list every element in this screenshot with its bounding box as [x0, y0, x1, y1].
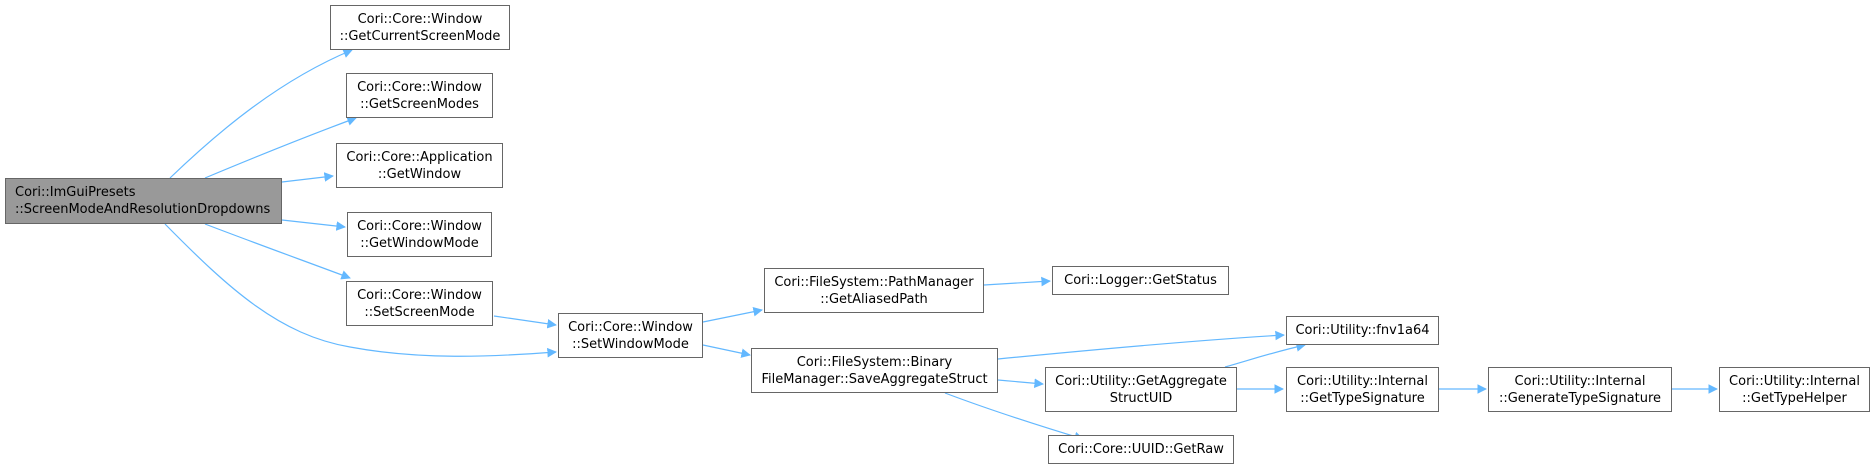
node-label-line1: Cori::FileSystem::PathManager [774, 274, 974, 290]
node-label-line2: ::GetCurrentScreenMode [339, 28, 501, 44]
node-label-line1: Cori::ImGuiPresets [15, 185, 136, 200]
node-label-line2: ::SetWindowMode [572, 336, 689, 352]
node-label-line1: Cori::Core::Window [568, 319, 693, 335]
node-label-line2: FileManager::SaveAggregateStruct [761, 371, 988, 387]
node-get-type-signature[interactable]: Cori::Utility::Internal ::GetTypeSignatu… [1286, 367, 1439, 412]
node-generate-type-signature[interactable]: Cori::Utility::Internal ::GenerateTypeSi… [1488, 367, 1672, 412]
edge-root-to-get-current-screen-mode [169, 48, 353, 179]
node-label-line1: Cori::Core::Window [357, 11, 483, 27]
node-label-line2: ::GetScreenModes [360, 96, 479, 112]
node-uuid-get-raw[interactable]: Cori::Core::UUID::GetRaw [1048, 435, 1234, 464]
node-label-line1: Cori::Utility::Internal [1729, 373, 1860, 389]
node-root-screen-mode-and-resolution-dropdowns: Cori::ImGuiPresets ::ScreenModeAndResolu… [5, 178, 282, 224]
node-label-line1: Cori::Utility::Internal [1514, 373, 1646, 389]
node-label-line1: Cori::Core::Window [357, 218, 482, 234]
edge-root-to-get-window-mode [281, 219, 346, 231]
node-get-aliased-path[interactable]: Cori::FileSystem::PathManager ::GetAlias… [764, 268, 984, 313]
edge-save-aggregate-struct-to-fnv1a64 [997, 330, 1285, 360]
node-label-line2: ::GenerateTypeSignature [1498, 390, 1662, 406]
node-label-line1: Cori::FileSystem::Binary [796, 354, 953, 370]
node-label-line2: ::ScreenModeAndResolutionDropdowns [15, 202, 271, 217]
edge-root-to-set-window-mode [164, 223, 557, 358]
node-label-line1: Cori::Utility::Internal [1297, 373, 1428, 389]
edge-set-window-mode-to-save-aggregate-struct [702, 344, 751, 358]
node-get-screen-modes[interactable]: Cori::Core::Window ::GetScreenModes [346, 73, 493, 118]
node-get-aggregate-struct-uid[interactable]: Cori::Utility::GetAggregate StructUID [1045, 367, 1237, 412]
node-label-line1: Cori::Logger::GetStatus [1064, 273, 1217, 288]
edge-save-aggregate-struct-to-uuid-get-raw [944, 392, 1084, 442]
node-get-current-screen-mode[interactable]: Cori::Core::Window ::GetCurrentScreenMod… [330, 5, 510, 50]
edge-get-aliased-path-to-logger-get-status [983, 276, 1051, 287]
node-label-line1: Cori::Utility::GetAggregate [1055, 373, 1227, 389]
node-label-line2: ::SetScreenMode [364, 304, 475, 320]
node-label-line2: ::GetWindowMode [360, 235, 479, 251]
node-label-line2: ::GetWindow [377, 166, 462, 182]
node-label-line1: Cori::Utility::fnv1a64 [1295, 323, 1430, 338]
node-set-window-mode[interactable]: Cori::Core::Window ::SetWindowMode [558, 313, 703, 358]
node-label-line1: Cori::Core::Window [357, 79, 482, 95]
edge-set-screen-mode-to-set-window-mode [493, 315, 557, 329]
node-label-line2: ::GetTypeHelper [1742, 390, 1847, 406]
edge-root-to-get-window [281, 172, 334, 183]
edge-root-to-get-screen-modes [204, 116, 357, 179]
node-get-window-mode[interactable]: Cori::Core::Window ::GetWindowMode [347, 212, 492, 257]
node-label-line2: ::GetAliasedPath [820, 291, 928, 307]
node-logger-get-status[interactable]: Cori::Logger::GetStatus [1052, 266, 1229, 295]
node-get-type-helper[interactable]: Cori::Utility::Internal ::GetTypeHelper [1719, 367, 1870, 412]
edge-root-to-set-screen-mode [204, 223, 351, 280]
node-get-window[interactable]: Cori::Core::Application ::GetWindow [336, 143, 503, 188]
node-save-aggregate-struct[interactable]: Cori::FileSystem::Binary FileManager::Sa… [751, 348, 998, 393]
node-label-line1: Cori::Core::Application [346, 149, 493, 165]
node-label-line2: StructUID [1109, 390, 1173, 406]
edge-get-aggregate-struct-uid-to-fnv1a64 [1224, 342, 1306, 368]
node-label-line1: Cori::Core::UUID::GetRaw [1058, 442, 1224, 457]
node-set-screen-mode[interactable]: Cori::Core::Window ::SetScreenMode [346, 281, 493, 326]
node-label-line2: ::GetTypeSignature [1300, 390, 1425, 406]
node-fnv1a64[interactable]: Cori::Utility::fnv1a64 [1286, 316, 1439, 345]
edge-set-window-mode-to-get-aliased-path [702, 307, 763, 323]
edge-save-aggregate-struct-to-get-aggregate-struct-uid [997, 378, 1044, 389]
node-label-line1: Cori::Core::Window [357, 287, 482, 303]
